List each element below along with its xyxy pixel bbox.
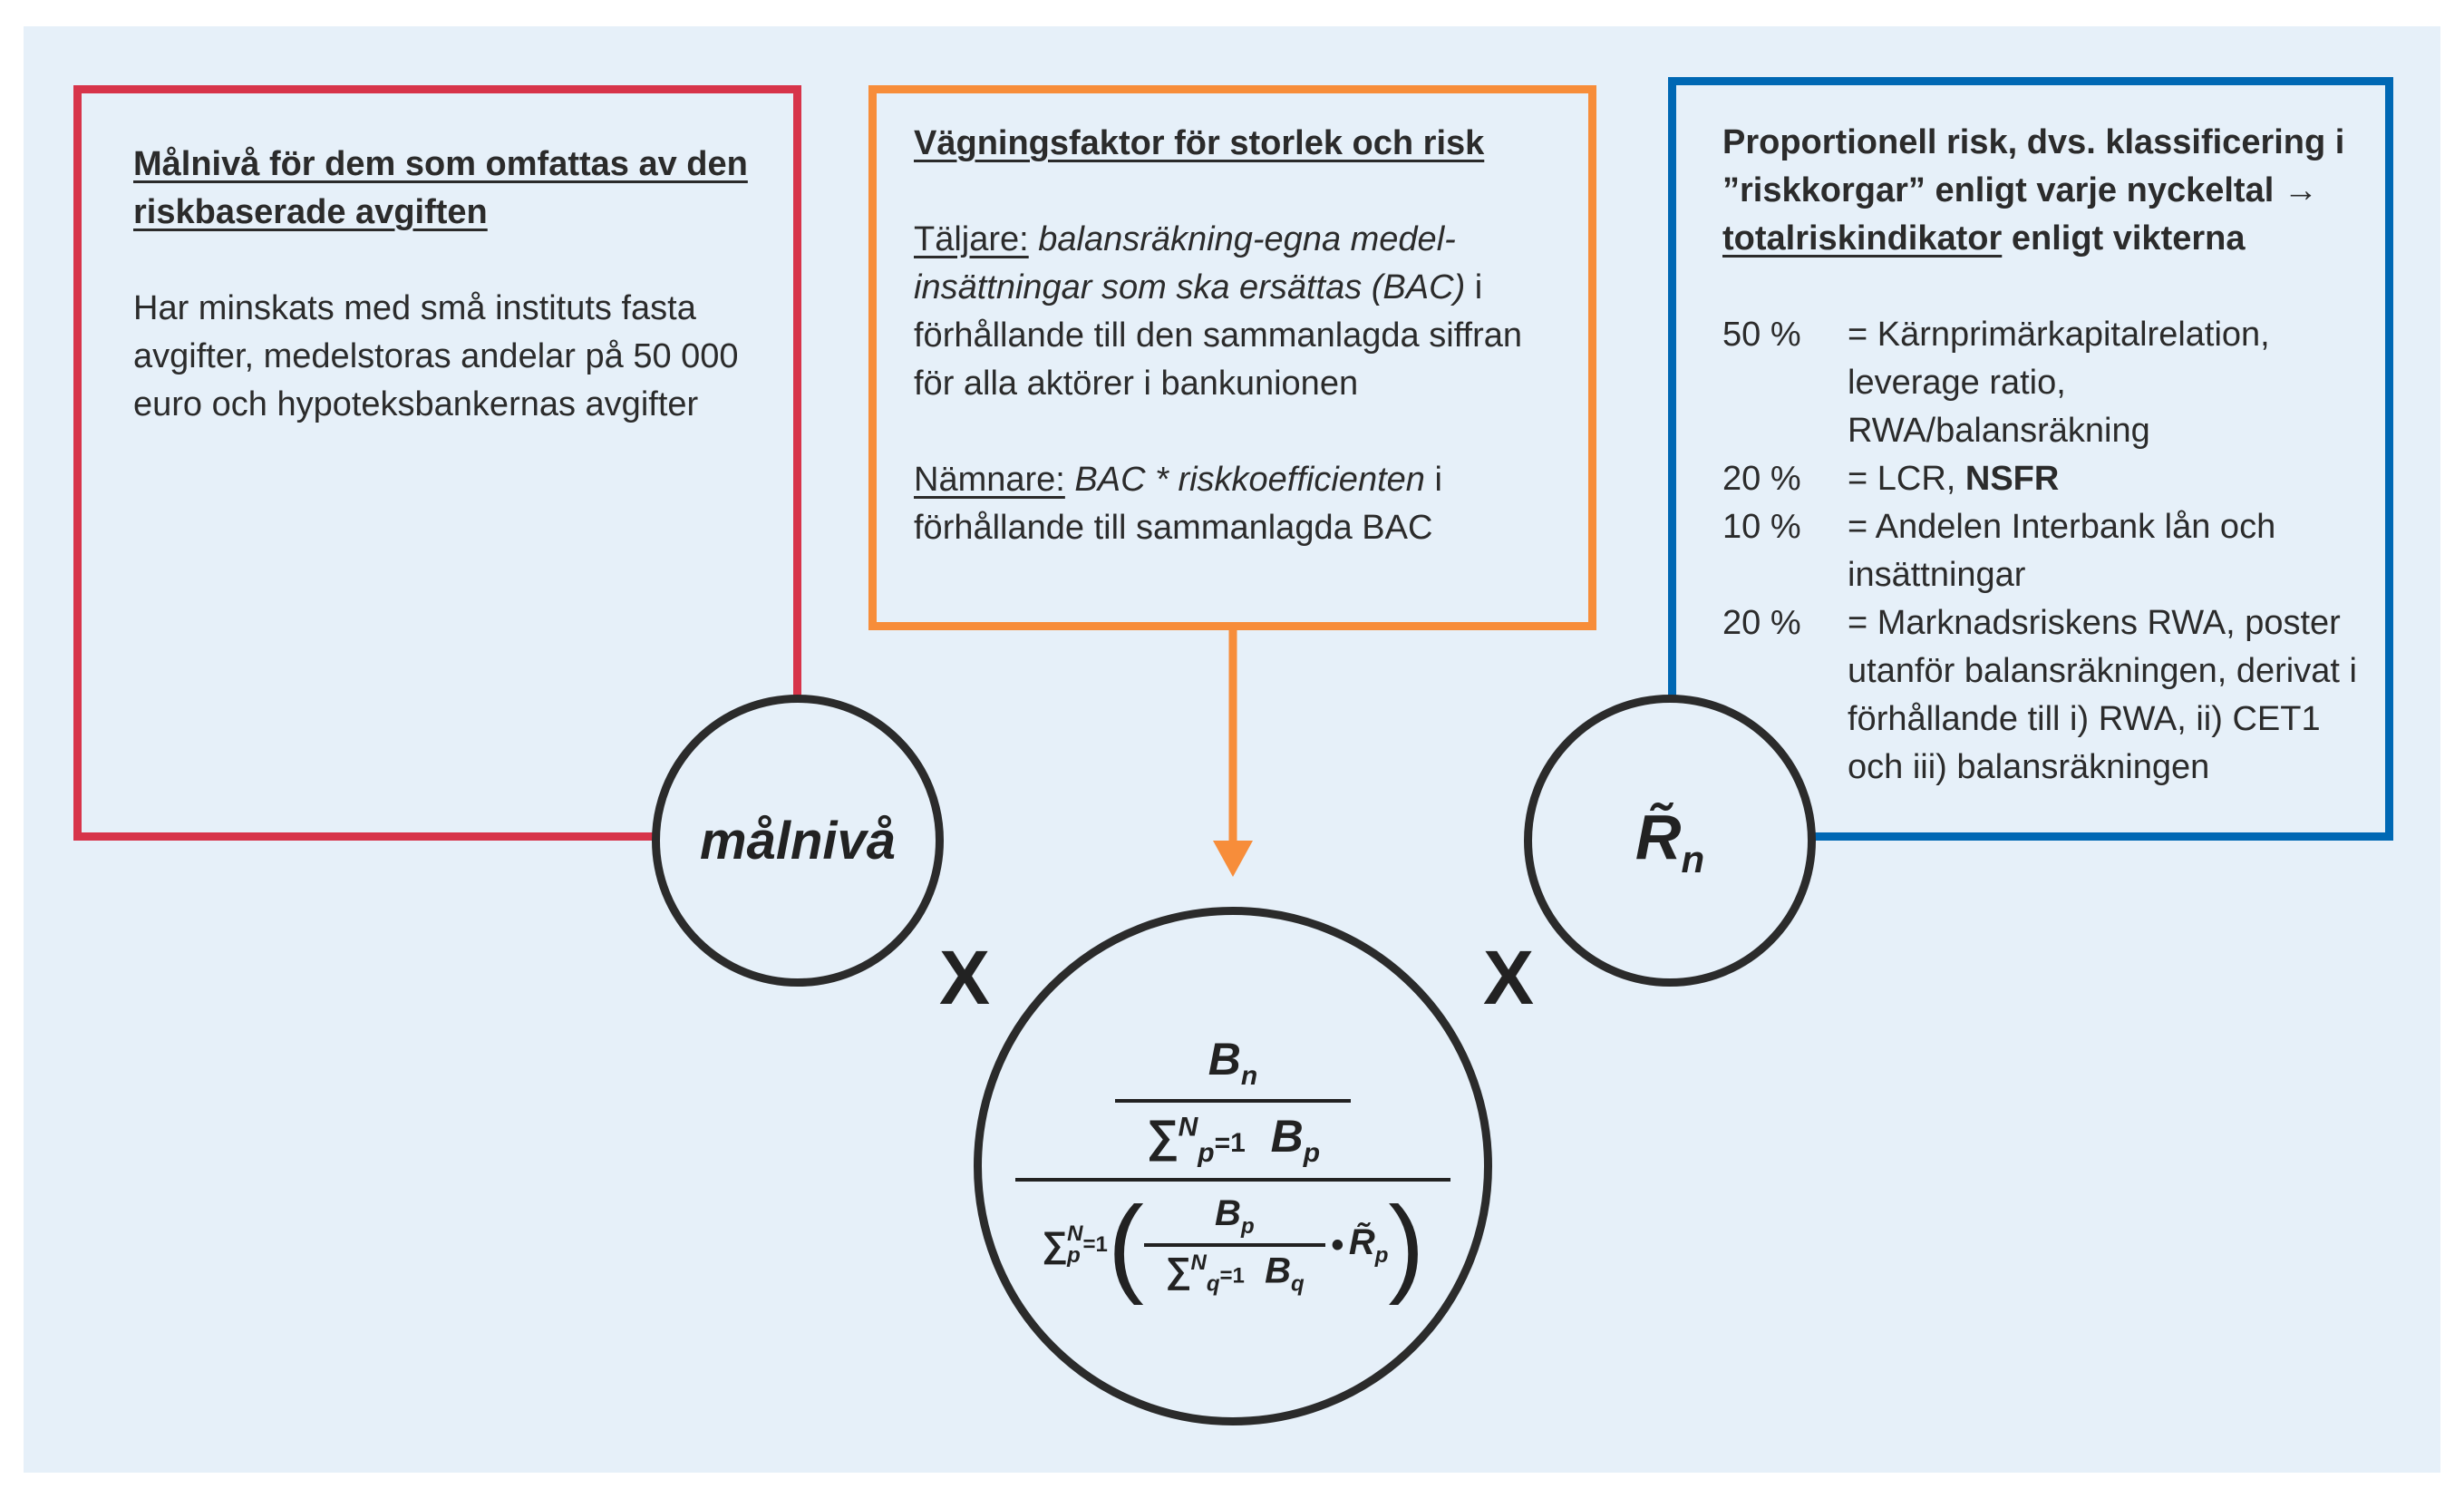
sup-n: N xyxy=(1190,1250,1207,1275)
sum-bq: ∑Nq=1 Bq xyxy=(1165,1250,1305,1297)
left-paren: ( xyxy=(1107,1184,1144,1306)
weight-pct: 10 % xyxy=(1722,508,1801,546)
weight-text: = LCR, NSFR xyxy=(1848,455,2059,503)
title-part1: Proportionell risk, dvs. klassificering … xyxy=(1722,123,2345,209)
sigma: ∑ xyxy=(1145,1111,1179,1162)
risk-indicator-label: R̃n xyxy=(1635,801,1704,881)
weight-pct: 50 % xyxy=(1722,316,1801,354)
weight-row: 50 % = Kärnprimärkapitalrelation, leverag… xyxy=(1722,311,2375,455)
weight-text-part: = LCR, xyxy=(1848,460,1965,498)
denominator-text: Nämnare: BAC * riskkoefficienten i förhå… xyxy=(914,456,1548,552)
b: B xyxy=(1265,1250,1291,1291)
proportional-risk-box xyxy=(1668,77,2393,841)
nsfr-bold: NSFR xyxy=(1964,460,2060,498)
inner-fraction: Bp ∑Nq=1 Bq xyxy=(1143,1193,1325,1297)
dot-operator: • xyxy=(1330,1224,1344,1265)
total-risk-indicator: totalriskindikator xyxy=(1722,219,2003,258)
target-level-label: målnivå xyxy=(700,811,896,871)
sub-p: p xyxy=(1303,1138,1321,1168)
weight-pct: 20 % xyxy=(1722,604,1801,642)
b: B xyxy=(1215,1192,1241,1233)
sup-n: N xyxy=(1178,1112,1198,1143)
numerator-rest: i förhållande till den sammanlagda siffr… xyxy=(914,268,1523,403)
weight-text: = Andelen Interbank lån och insättningar xyxy=(1848,508,2276,594)
sub-p: p xyxy=(1198,1138,1215,1168)
sub-n: n xyxy=(1240,1061,1258,1091)
fraction-bar xyxy=(1115,1099,1351,1103)
denominator-label: Nämnare: xyxy=(914,461,1065,499)
denominator-rest: i förhållande till sammanlagda BAC xyxy=(914,461,1442,547)
target-level-box xyxy=(73,85,801,841)
r-tilde: R̃ xyxy=(1348,1221,1375,1262)
b-p: Bp xyxy=(1215,1193,1255,1240)
down-arrow-icon xyxy=(1213,630,1253,877)
b: B xyxy=(1208,1034,1241,1085)
proportional-risk-text: Proportionell risk, dvs. klassificering … xyxy=(1722,119,2375,792)
sub-p: p xyxy=(1067,1243,1081,1268)
denominator-italic: BAC * riskkoefficienten xyxy=(1074,461,1425,499)
b: B xyxy=(1270,1111,1304,1162)
weight-row: 10 % = Andelen Interbank lån och insättni… xyxy=(1722,503,2375,599)
sum-bp: ∑Np=1 Bp xyxy=(1146,1110,1320,1169)
eq-one: =1 xyxy=(1219,1263,1245,1289)
target-level-title: Målnivå för dem som omfattas av den risk… xyxy=(133,145,748,231)
weight-text: = Marknadsriskens RWA, poster utanför ba… xyxy=(1848,604,2357,786)
target-level-body: Har minskats med små instituts fasta avg… xyxy=(133,289,739,423)
weight-row: 20 % = Marknadsriskens RWA, poster utanfö… xyxy=(1722,599,2375,792)
numerator-text: Täljare: balansräkning-egna medel-insätt… xyxy=(914,216,1548,408)
numerator-label: Täljare: xyxy=(914,220,1029,258)
eq-one: =1 xyxy=(1082,1232,1108,1257)
title-part2: enligt vikterna xyxy=(2002,219,2246,258)
sigma: ∑ xyxy=(1164,1250,1191,1291)
main-fraction-bar xyxy=(1015,1178,1450,1182)
inner-fraction-bar xyxy=(1143,1242,1325,1247)
sub-q: q xyxy=(1291,1271,1305,1297)
eq-one: =1 xyxy=(1214,1128,1246,1158)
weighting-title: Vägningsfaktor för storlek och risk xyxy=(914,124,1485,162)
sup-n: N xyxy=(1067,1221,1083,1246)
sub-q: q xyxy=(1206,1271,1220,1297)
r-tilde: R̃ xyxy=(1635,801,1682,872)
multiply-sign: X xyxy=(1483,935,1535,1020)
b-n: Bn xyxy=(1208,1033,1257,1092)
weight-row: 20 % = LCR, NSFR xyxy=(1722,455,2375,503)
formula-numerator: Bn ∑Np=1 Bp xyxy=(1115,1033,1351,1169)
weight-text: = Kärnprimärkapitalrelation, leverage ra… xyxy=(1848,316,2270,450)
numerator-italic: balansräkning-egna medel-insättningar so… xyxy=(914,220,1466,306)
sub-p: p xyxy=(1240,1213,1255,1239)
subscript-n: n xyxy=(1681,837,1705,880)
weighting-text: Vägningsfaktor för storlek och risk Tälj… xyxy=(914,120,1548,552)
sub-p: p xyxy=(1374,1242,1389,1268)
target-level-circle: målnivå xyxy=(652,695,944,987)
right-paren: ) xyxy=(1388,1184,1425,1306)
r-p: R̃p xyxy=(1349,1222,1389,1269)
multiply-sign: X xyxy=(939,935,991,1020)
target-level-text: Målnivå för dem som omfattas av den risk… xyxy=(133,141,750,429)
risk-indicator-circle: R̃n xyxy=(1524,695,1816,987)
weight-pct: 20 % xyxy=(1722,460,1801,498)
weighting-box xyxy=(868,85,1596,630)
sigma: ∑ xyxy=(1041,1224,1068,1265)
proportional-risk-title: Proportionell risk, dvs. klassificering … xyxy=(1722,119,2375,263)
